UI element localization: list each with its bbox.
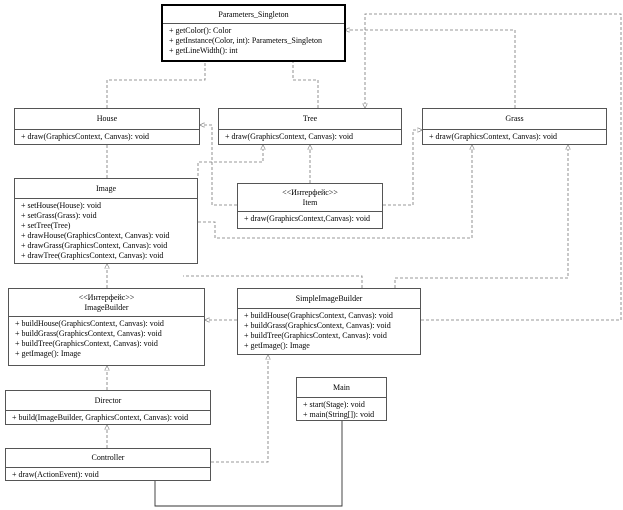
class-name: Controller: [91, 453, 125, 462]
class-house: House + draw(GraphicsContext, Canvas): v…: [14, 108, 200, 145]
member: + buildGrass(GraphicsContext, Canvas): v…: [15, 329, 162, 338]
stereotype: <<Интерфейс>>: [78, 292, 135, 302]
class-image: Image + setHouse(House): void + setGrass…: [14, 178, 198, 264]
member: + draw(GraphicsContext, Canvas): void: [21, 132, 150, 141]
member: + draw(ActionEvent): void: [12, 470, 99, 479]
member: + setHouse(House): void: [21, 201, 102, 210]
class-name: Director: [94, 395, 122, 405]
member: + buildTree(GraphicsContext, Canvas): vo…: [244, 331, 387, 340]
dep-builder-singleton: [365, 13, 622, 321]
member: + build(ImageBuilder, GraphicsContext, C…: [12, 413, 189, 422]
member: + start(Stage): void: [303, 400, 365, 409]
member: + buildTree(GraphicsContext, Canvas): vo…: [15, 339, 158, 348]
member: + buildHouse(GraphicsContext, Canvas): v…: [244, 311, 393, 320]
composition-main-controller: [154, 413, 345, 507]
interface-imagebuilder: <<Интерфейс>> ImageBuilder + buildHouse(…: [8, 288, 205, 366]
interface-item: <<Интерфейс>> Item + draw(GraphicsContex…: [237, 183, 383, 229]
member: + setTree(Tree): [21, 221, 71, 230]
member: + getLineWidth(): int: [169, 46, 238, 55]
class-director: Director + build(ImageBuilder, GraphicsC…: [5, 390, 211, 425]
class-grass: Grass + draw(GraphicsContext, Canvas): v…: [422, 108, 607, 145]
realize-item-grass: [383, 130, 422, 206]
class-name: ImageBuilder: [84, 302, 129, 312]
member: + setGrass(Grass): void: [21, 211, 97, 220]
class-parameters-singleton: Parameters_Singleton + getColor(): Color…: [161, 4, 346, 62]
member: + draw(GraphicsContext, Canvas): void: [225, 132, 354, 141]
class-name: Main: [333, 382, 350, 392]
member: + getImage(): Image: [244, 341, 310, 350]
member: + getInstance(Color, int): Parameters_Si…: [169, 36, 323, 45]
member: + drawHouse(GraphicsContext, Canvas): vo…: [21, 231, 170, 240]
member: + drawTree(GraphicsContext, Canvas): voi…: [21, 251, 164, 260]
member: + main(String[]): void: [303, 410, 375, 419]
realize-item-house: [200, 125, 237, 206]
dep-house-singleton: [106, 48, 205, 108]
class-name: Image: [96, 183, 116, 193]
dep-builder-grass: [394, 145, 568, 288]
dep-builder-image: [183, 275, 363, 288]
class-name: Parameters_Singleton: [218, 9, 289, 19]
dep-grass-singleton: [345, 30, 516, 108]
dep-tree-singleton: [293, 48, 319, 108]
class-name: House: [96, 114, 118, 123]
class-controller: Controller + draw(ActionEvent): void: [5, 448, 211, 481]
class-name: Grass: [505, 114, 524, 123]
stereotype: <<Интерфейс>>: [282, 187, 338, 197]
member: + getImage(): Image: [15, 349, 81, 358]
dep-image-tree: [197, 145, 263, 176]
class-name: SimpleImageBuilder: [295, 293, 363, 303]
member: + buildGrass(GraphicsContext, Canvas): v…: [244, 321, 391, 330]
class-tree: Tree + draw(GraphicsContext, Canvas): vo…: [218, 108, 402, 145]
member: + drawGrass(GraphicsContext, Canvas): vo…: [21, 241, 168, 250]
member: + getColor(): Color: [169, 26, 232, 35]
dep-controller-builder: [211, 355, 268, 463]
member: + draw(GraphicsContext,Canvas): void: [244, 214, 371, 223]
member: + draw(GraphicsContext, Canvas): void: [429, 132, 558, 141]
class-name: Tree: [302, 114, 318, 123]
member: + buildHouse(GraphicsContext, Canvas): v…: [15, 319, 164, 328]
class-main: Main + start(Stage): void + main(String[…: [296, 377, 387, 421]
class-name: Item: [302, 197, 318, 207]
dep-image-grass: [198, 145, 472, 239]
class-simpleimagebuilder: SimpleImageBuilder + buildHouse(Graphics…: [237, 288, 421, 355]
